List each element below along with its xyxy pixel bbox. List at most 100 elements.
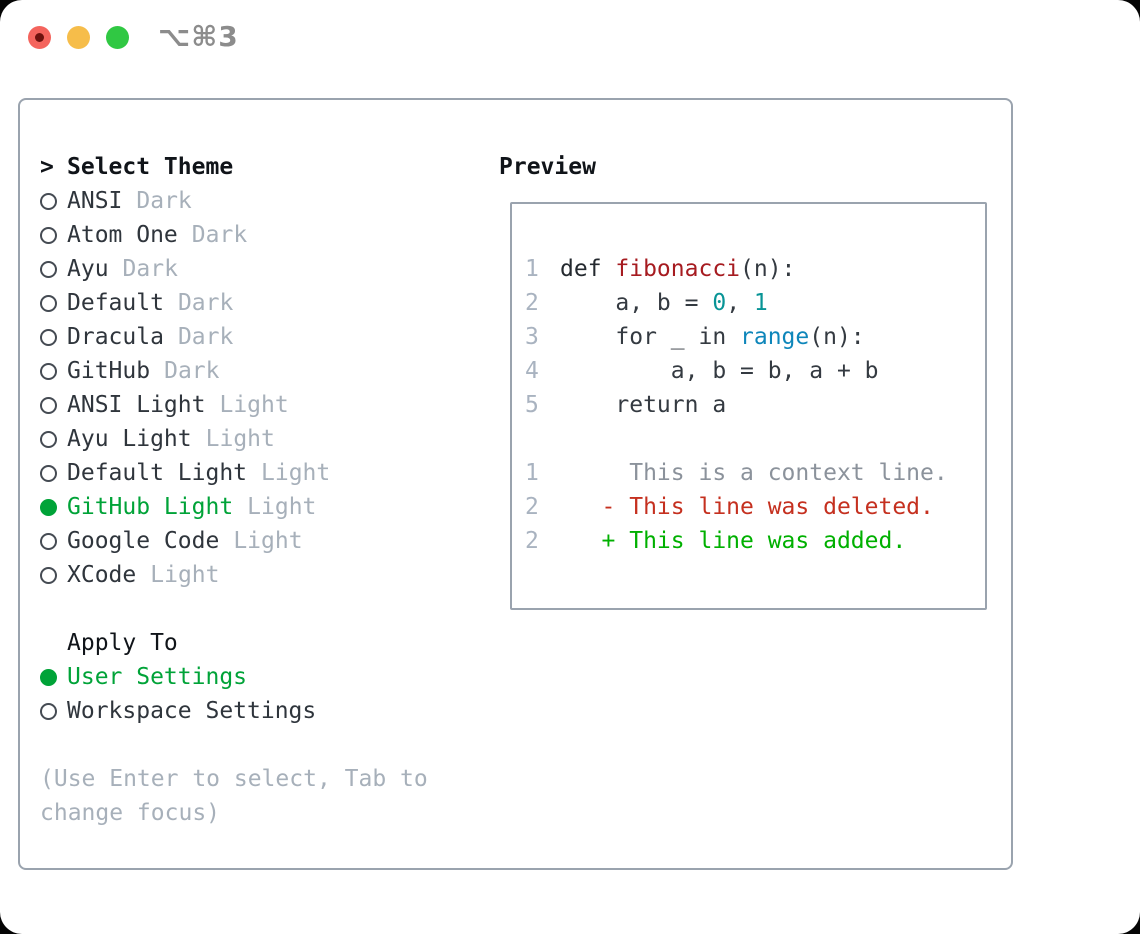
code-segment: for _ in [560, 324, 741, 350]
radio-icon [40, 396, 57, 414]
code-segment: 1 [753, 290, 768, 316]
line-number: 4 [525, 358, 539, 384]
theme-option-default-light[interactable]: Default Light Light [40, 456, 490, 490]
titlebar: ⌥⌘3 [0, 0, 1140, 75]
theme-option-atom-one-dark[interactable]: Atom One Dark [40, 218, 490, 252]
code-segment: This is a context line. [560, 460, 948, 486]
theme-option-google-code[interactable]: Google Code Light [40, 524, 490, 558]
radio-icon [40, 260, 57, 278]
code-segment: (n): [809, 324, 865, 350]
diff-deleted-line: 2 - This line was deleted. [525, 490, 975, 524]
theme-option-dracula-dark[interactable]: Dracula Dark [40, 320, 490, 354]
theme-name: Ayu [67, 256, 109, 282]
code-segment: range [740, 324, 810, 350]
code-segment: def [560, 256, 616, 282]
window-title: ⌥⌘3 [158, 20, 239, 53]
theme-option-github-light[interactable]: GitHub Light Light [40, 490, 490, 524]
theme-variant-tag: Dark [136, 188, 192, 214]
theme-variant-tag: Light [205, 426, 275, 452]
apply-to-title: Apply To [67, 630, 178, 656]
theme-name: Atom One [67, 222, 178, 248]
apply-option-workspace-settings[interactable]: Workspace Settings [40, 694, 490, 728]
line-number: 3 [525, 324, 539, 350]
theme-option-ansi-dark[interactable]: ANSI Dark [40, 184, 490, 218]
radio-icon [40, 566, 57, 584]
code-line: 3 for _ in range(n): [525, 320, 975, 354]
preview-pane: 1 def fibonacci(n): 2 a, b = 0, 1 3 for … [510, 202, 987, 610]
code-line: 5 return a [525, 388, 975, 422]
minimize-button[interactable] [67, 26, 90, 49]
radio-icon [40, 668, 57, 686]
theme-variant-tag: Dark [191, 222, 248, 248]
theme-picker-panel: > Select Theme ANSI Dark Atom One Dark A… [18, 98, 1013, 870]
theme-option-github-dark[interactable]: GitHub Dark [40, 354, 490, 388]
code-segment: a, b = [560, 290, 713, 316]
code-segment: 0 [712, 290, 727, 316]
theme-option-ayu-dark[interactable]: Ayu Dark [40, 252, 490, 286]
radio-icon [40, 702, 57, 720]
theme-variant-tag: Light [219, 392, 289, 418]
apply-to-header: Apply To [40, 626, 490, 660]
radio-icon [40, 328, 57, 346]
radio-icon [40, 192, 57, 210]
code-line: 2 a, b = 0, 1 [525, 286, 975, 320]
spacer [40, 728, 490, 762]
theme-name: GitHub [67, 358, 151, 384]
radio-icon [40, 532, 57, 550]
theme-variant-tag: Light [261, 460, 331, 486]
code-segment: + This line was added. [560, 528, 907, 554]
close-button[interactable] [28, 26, 51, 49]
apply-option-label: Workspace Settings [67, 698, 317, 724]
radio-icon [40, 430, 57, 448]
line-number: 2 [525, 494, 539, 520]
diff-context-line: 1 This is a context line. [525, 456, 975, 490]
line-number: 1 [525, 256, 539, 282]
diff-added-line: 2 + This line was added. [525, 524, 975, 558]
code-line: 1 def fibonacci(n): [525, 252, 975, 286]
code-segment: return a [560, 392, 727, 418]
zoom-button[interactable] [106, 26, 129, 49]
code-line: 4 a, b = b, a + b [525, 354, 975, 388]
preview-title: Preview [499, 154, 596, 180]
theme-option-default-dark[interactable]: Default Dark [40, 286, 490, 320]
code-segment: - This line was deleted. [560, 494, 934, 520]
keyboard-hint: (Use Enter to select, Tab to change focu… [40, 766, 428, 826]
theme-option-xcode[interactable]: XCode Light [40, 558, 490, 592]
apply-option-label: User Settings [67, 664, 248, 690]
theme-variant-tag: Light [247, 494, 317, 520]
theme-option-ayu-light[interactable]: Ayu Light Light [40, 422, 490, 456]
line-number: 2 [525, 528, 539, 554]
theme-variant-tag: Dark [122, 256, 178, 282]
theme-list-header: > Select Theme [40, 150, 490, 184]
theme-name: Google Code [67, 528, 220, 554]
code-segment: fibonacci [615, 256, 741, 282]
code-segment: a, b = b, a + b [560, 358, 879, 384]
theme-variant-tag: Dark [177, 324, 234, 350]
theme-list: > Select Theme ANSI Dark Atom One Dark A… [40, 150, 490, 830]
apply-option-user-settings[interactable]: User Settings [40, 660, 490, 694]
theme-name: ANSI [67, 188, 123, 214]
spacer [40, 592, 490, 626]
theme-variant-tag: Dark [164, 358, 220, 384]
line-number: 5 [525, 392, 539, 418]
cursor-marker: > [40, 154, 54, 180]
theme-name: Default Light [67, 460, 248, 486]
radio-icon [40, 464, 57, 482]
theme-variant-tag: Light [150, 562, 220, 588]
code-line-blank [525, 422, 975, 456]
theme-name: ANSI Light [67, 392, 206, 418]
theme-name: Default [67, 290, 164, 316]
theme-list-title: Select Theme [67, 154, 234, 180]
line-number: 1 [525, 460, 539, 486]
radio-icon [40, 498, 57, 516]
theme-name: Dracula [67, 324, 164, 350]
theme-name: XCode [67, 562, 137, 588]
radio-icon [40, 226, 57, 244]
theme-name: GitHub Light [67, 494, 234, 520]
theme-option-ansi-light[interactable]: ANSI Light Light [40, 388, 490, 422]
theme-name: Ayu Light [67, 426, 192, 452]
code-segment: (n): [740, 256, 796, 282]
line-number: 2 [525, 290, 539, 316]
theme-variant-tag: Dark [177, 290, 234, 316]
